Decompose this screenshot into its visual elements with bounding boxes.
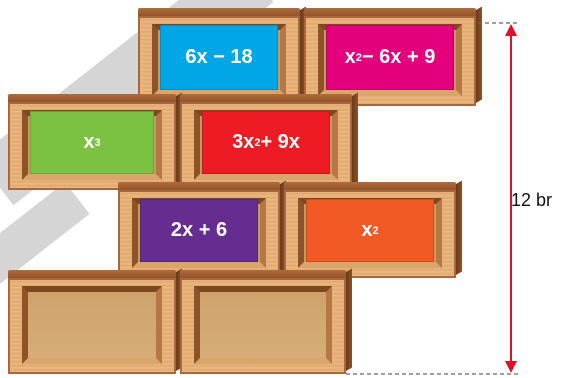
dimension-label: 12 br: [511, 190, 553, 210]
arrow-up-icon: [505, 24, 517, 36]
expression-label: 2x + 6: [140, 199, 258, 262]
box-row4-left: [8, 268, 182, 374]
expression-label: 6x − 18: [160, 25, 278, 90]
box-row1-left: 6x − 18: [138, 6, 306, 106]
box-row4-right: [180, 268, 352, 374]
arrow-down-icon: [505, 361, 517, 373]
box-row3-left: 2x + 6: [118, 180, 286, 278]
